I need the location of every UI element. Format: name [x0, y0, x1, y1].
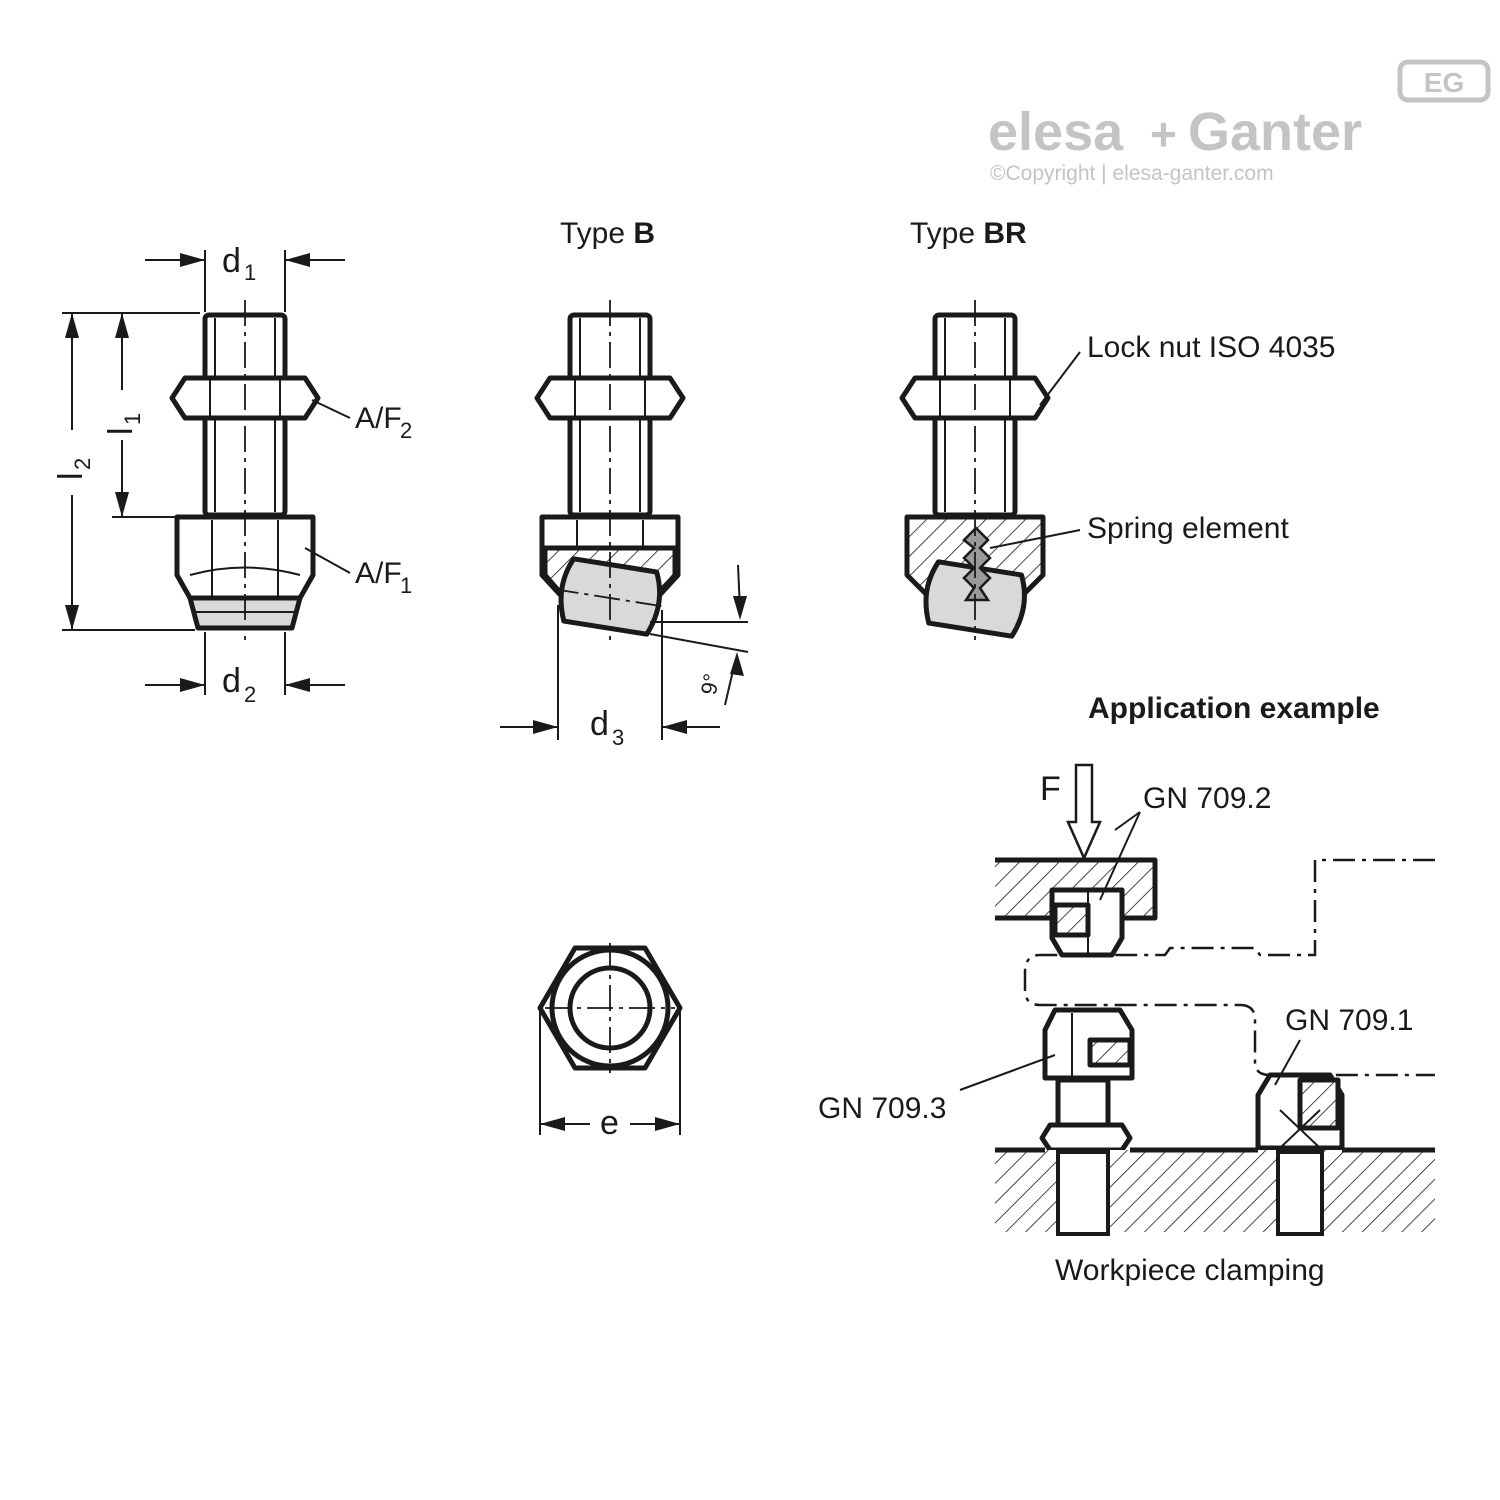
- eg-badge-text: EG: [1424, 67, 1464, 98]
- dim-l2-sub: 2: [70, 458, 95, 470]
- force-arrow: [1066, 763, 1102, 862]
- dim-d1-sub: 1: [244, 260, 256, 285]
- dim-e: e: [600, 1104, 619, 1142]
- dim-d1: d: [222, 242, 241, 280]
- spring-element: [962, 526, 992, 602]
- brand-logo: EG elesa + Ganter ©Copyright | elesa-gan…: [988, 59, 1491, 185]
- dim-d2-sub: 2: [244, 682, 256, 707]
- label-gn-709-3: GN 709.3: [818, 1092, 946, 1125]
- dim-d3-sub: 3: [612, 725, 624, 750]
- application-example: Application example F GN 709.2 GN 709.3 …: [818, 692, 1435, 1287]
- dim-l1: l: [102, 427, 140, 435]
- dim-d3: d: [590, 705, 609, 743]
- application-title: Application example: [1088, 692, 1380, 725]
- type-b-view: Type B d 3 9°: [500, 217, 749, 750]
- dim-angle: 9°: [696, 672, 724, 697]
- eg-badge-frame: [1397, 59, 1491, 103]
- callout-spring-element: Spring element: [1087, 512, 1289, 545]
- main-view: d 1 d 2 l 2 l 1 A/F 2: [52, 242, 412, 707]
- workpiece-outline: [1023, 858, 1435, 1077]
- dim-d2: d: [222, 662, 241, 700]
- dim-af2-sub: 2: [400, 418, 412, 443]
- dim-af1-sub: 1: [400, 573, 412, 598]
- brand-plus: +: [1150, 108, 1177, 160]
- type-br-view: Type BR Lock nut ISO 4035 Spring element: [899, 217, 1336, 640]
- dim-af2: A/F: [355, 402, 402, 435]
- dim-l1-sub: 1: [120, 413, 145, 425]
- copyright-text: ©Copyright | elesa-ganter.com: [990, 162, 1274, 185]
- dim-af1: A/F: [355, 557, 402, 590]
- force-label: F: [1040, 770, 1061, 808]
- gn-709-3-nut: [1039, 1122, 1133, 1153]
- type-b-label: Type B: [560, 217, 655, 250]
- brand-name-part2: Ganter: [1188, 102, 1362, 162]
- top-view: e: [537, 943, 683, 1142]
- type-br-label: Type BR: [910, 217, 1027, 250]
- label-gn-709-2: GN 709.2: [1143, 782, 1271, 815]
- callout-lock-nut: Lock nut ISO 4035: [1087, 331, 1336, 364]
- dim-l2: l: [52, 472, 90, 480]
- application-caption: Workpiece clamping: [1055, 1254, 1325, 1287]
- label-gn-709-1: GN 709.1: [1285, 1004, 1413, 1037]
- brand-name-part1: elesa: [988, 102, 1124, 162]
